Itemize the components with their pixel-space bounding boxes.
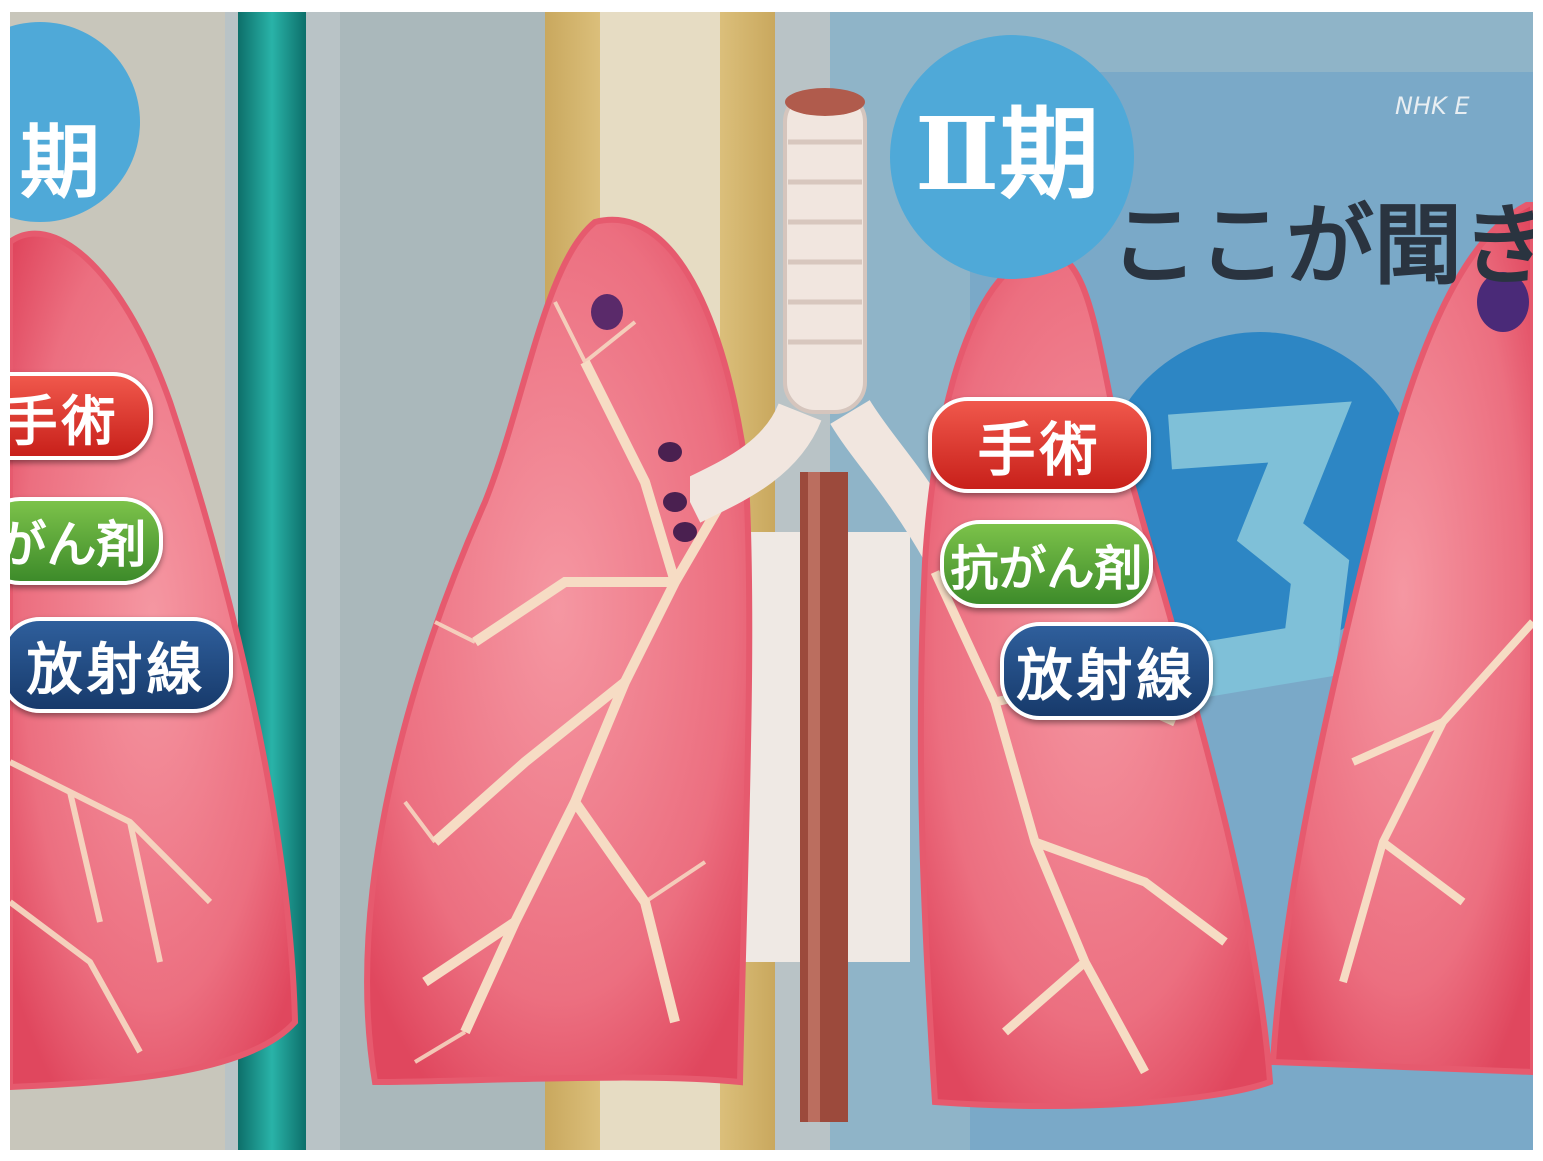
chemo-label: 抗がん剤 [940,520,1153,608]
radiation-label: 放射線 [1000,622,1213,720]
stage-circle [890,35,1134,279]
trachea-illustration [690,88,990,1122]
left-surgery-label: 手術 [10,372,153,460]
banner-title: ここが聞き [1110,194,1533,297]
channel-logo: NHK E [1395,92,1470,120]
tumor-spot-large [1477,272,1529,332]
surgery-label: 手術 [928,397,1151,493]
left-radiation-label: 放射線 [10,617,233,713]
video-frame: 期 [10,12,1533,1150]
esophagus [800,472,848,1122]
tumor-spot [591,294,623,330]
left-chemo-label: がん剤 [10,497,163,585]
left-stage-circle [10,22,140,222]
left-stage-label: 期 [20,115,100,209]
stage-label: Ⅱ期 [915,95,1100,213]
far-right-lung [1269,202,1533,1076]
